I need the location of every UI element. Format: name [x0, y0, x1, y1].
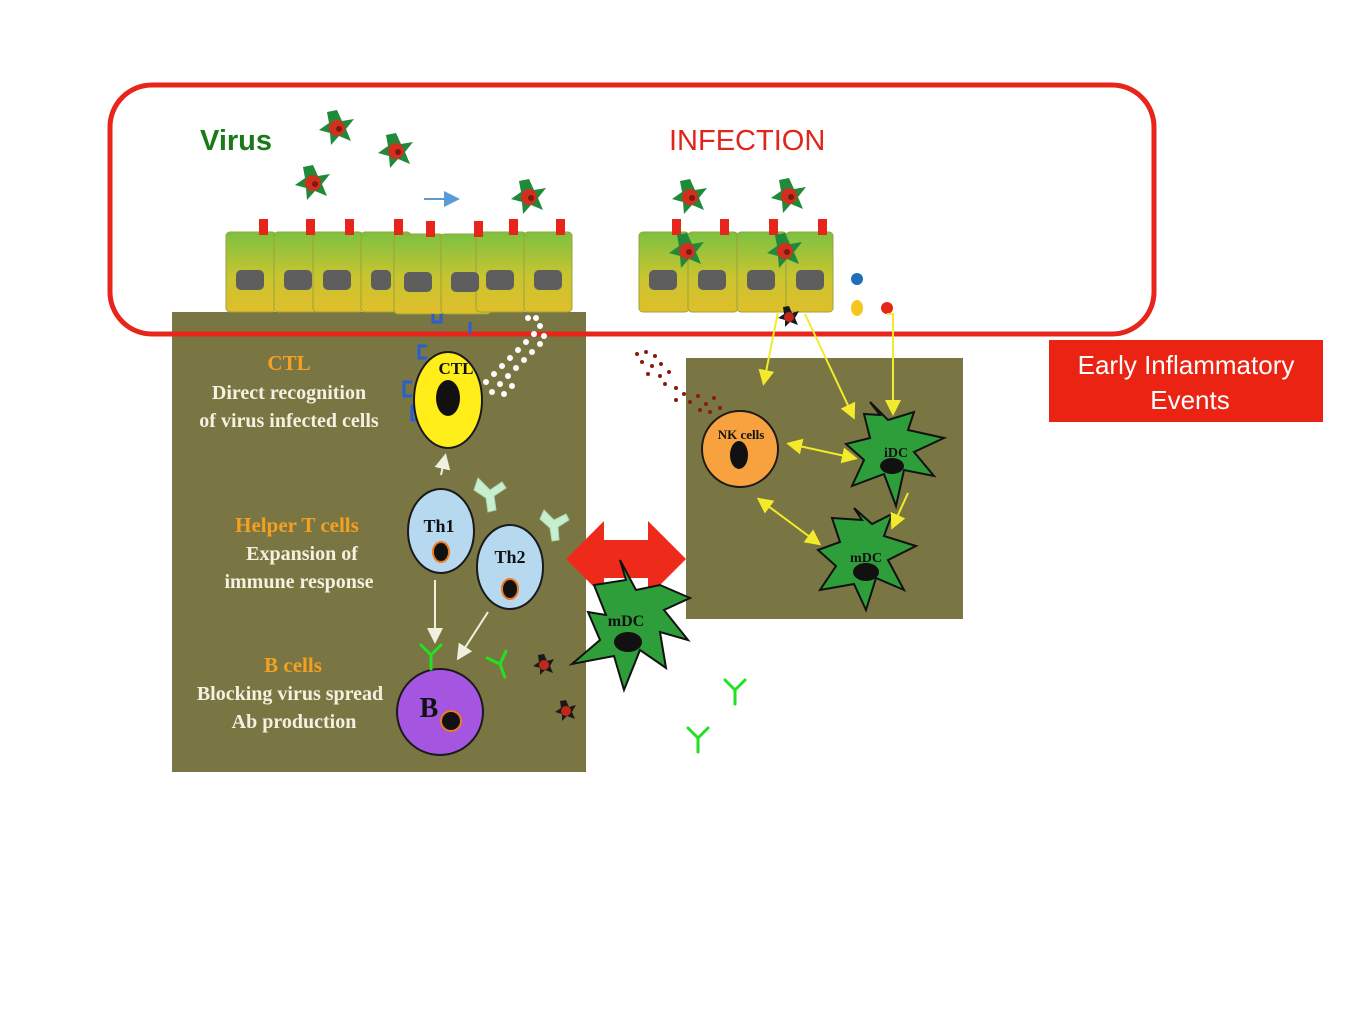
idc-label: iDC [884, 446, 908, 461]
activation-arrows [427, 453, 489, 661]
nk-label: NK cells [718, 427, 765, 442]
ctl-desc-2: of virus infected cells [199, 410, 379, 432]
debris-dots [635, 350, 722, 414]
cytokine-icon [473, 477, 570, 542]
th1-label: Th1 [423, 516, 454, 536]
tcr-receptors [402, 314, 472, 422]
cytokine-dot [881, 302, 893, 314]
ctl-cell: CTL [413, 351, 483, 449]
early-events-line1: Early Inflammatory [1078, 350, 1295, 380]
th2-label: Th2 [494, 547, 525, 567]
ctl-desc-1: Direct recognition [212, 382, 366, 404]
early-events-badge [1049, 340, 1323, 422]
th1-cell: Th1 [407, 488, 475, 574]
innate-signal-arrows [756, 311, 909, 546]
cytokine-dot [851, 300, 863, 316]
ctl-cell-label: CTL [439, 359, 474, 378]
helper-heading: Helper T cells [235, 513, 359, 537]
helper-desc-2: immune response [224, 571, 373, 593]
nk-cell: NK cells [701, 410, 779, 488]
b-cell: B [396, 668, 484, 756]
mdc-main-label: mDC [608, 613, 644, 630]
granules [483, 315, 547, 397]
b-cell-label: B [420, 693, 439, 724]
bcell-desc-2: Ab production [232, 711, 357, 733]
innate-immunity-panel [686, 358, 963, 619]
double-arrow-icon [566, 521, 686, 597]
infection-frame [107, 82, 1157, 337]
mdc-cell-right: mDC [816, 507, 919, 613]
epithelium-left [225, 219, 573, 315]
idc-cell: iDC [843, 401, 948, 510]
bcell-desc-1: Blocking virus spread [197, 683, 383, 705]
early-events-line2: Events [1150, 385, 1230, 415]
helper-desc-1: Expansion of [246, 543, 358, 565]
mdc-cell-main: mDC [568, 559, 693, 694]
bcell-heading: B cells [264, 653, 322, 677]
infection-label: INFECTION [669, 125, 825, 157]
mdc-right-label: mDC [850, 551, 882, 566]
ctl-heading: CTL [267, 351, 310, 375]
epithelium-infected [638, 219, 834, 313]
th2-cell: Th2 [476, 524, 544, 610]
cytokine-dot [851, 273, 863, 285]
virus-label: Virus [200, 125, 272, 157]
